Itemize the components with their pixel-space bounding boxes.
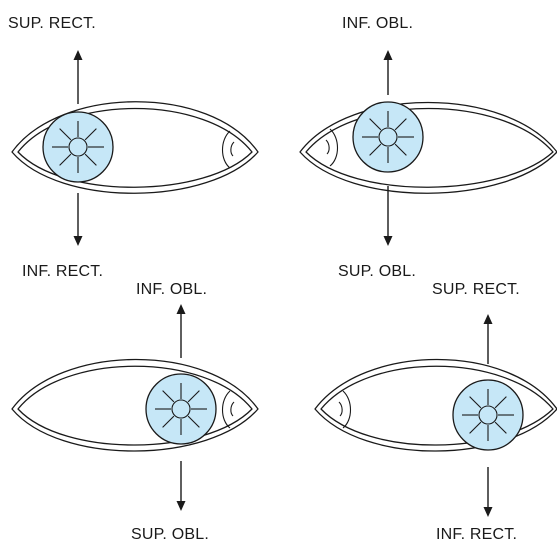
caruncle-top-left (221, 130, 231, 169)
iris-rays-bottom-right (462, 389, 514, 441)
iris-rays-top-right (362, 111, 414, 163)
pupil-bottom-left (171, 399, 191, 419)
arrow-up-top-left (73, 50, 83, 104)
iris-rays-bottom-left (155, 383, 207, 435)
label-down-bottom-right: INF. RECT. (436, 526, 517, 543)
arrow-down-bottom-left (176, 461, 186, 511)
eye-bottom-right (314, 358, 557, 452)
eye-top-left (11, 101, 259, 194)
arrow-down-bottom-right (483, 467, 493, 517)
panel-bottom-left: INF. OBL. (11, 281, 259, 543)
arrow-up-bottom-right (483, 314, 493, 364)
eye-bottom-left (11, 358, 259, 452)
arrow-down-top-right (383, 186, 393, 246)
arrow-up-top-right (383, 50, 393, 95)
arrow-down-top-left (73, 193, 83, 246)
pupil-top-left (68, 137, 88, 157)
panel-bottom-right: SUP. RECT. (314, 281, 557, 543)
panel-top-left: SUP. RECT. (8, 15, 259, 280)
label-up-top-right: INF. OBL. (342, 15, 413, 32)
arrow-up-bottom-left (176, 304, 186, 358)
label-down-bottom-left: SUP. OBL. (131, 526, 209, 543)
eye-top-right (299, 101, 557, 194)
pupil-top-right (378, 127, 398, 147)
label-down-top-right: SUP. OBL. (338, 263, 416, 280)
iris-rays-top-left (52, 121, 104, 173)
label-up-bottom-right: SUP. RECT. (432, 281, 520, 298)
pupil-bottom-right (478, 405, 498, 425)
caruncle-top-right (329, 128, 339, 167)
label-up-bottom-left: INF. OBL. (136, 281, 207, 298)
label-down-top-left: INF. RECT. (22, 263, 103, 280)
panel-top-right: INF. OBL. (299, 15, 557, 280)
caruncle-bottom-left (221, 390, 231, 429)
label-up-top-left: SUP. RECT. (8, 15, 96, 32)
caruncle-bottom-right (342, 390, 352, 429)
